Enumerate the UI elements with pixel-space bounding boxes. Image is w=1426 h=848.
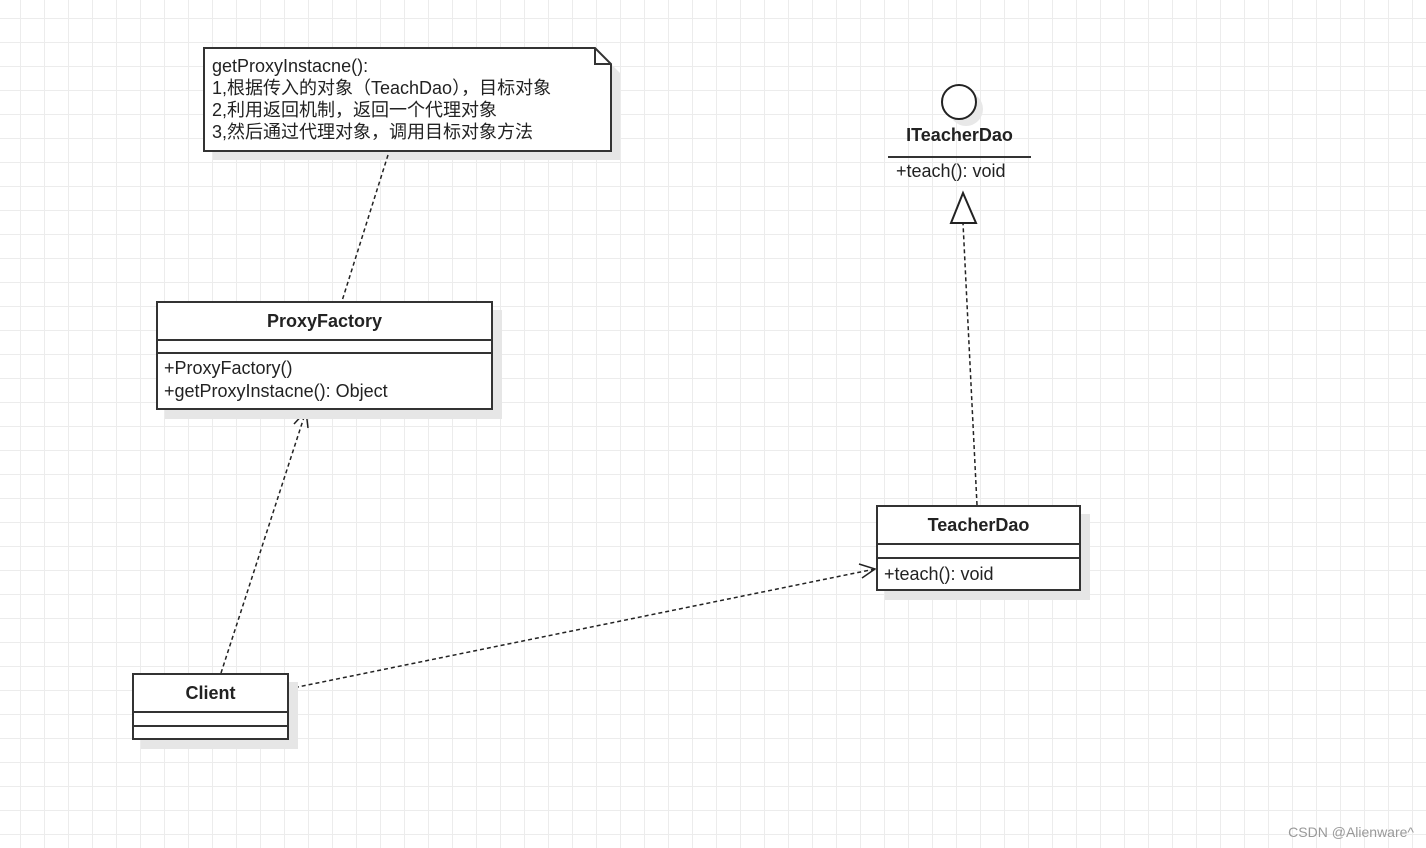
- class-name: TeacherDao: [878, 507, 1079, 545]
- client-class[interactable]: Client: [132, 673, 289, 740]
- attributes-section: [878, 545, 1079, 559]
- client-to-teacherdao-dependency: [287, 568, 876, 690]
- watermark: CSDN @Alienware^: [1288, 824, 1414, 840]
- interface-name[interactable]: ITeacherDao: [906, 125, 1013, 145]
- method: +getProxyInstacne(): Object: [164, 381, 388, 401]
- method: +teach(): void: [884, 564, 994, 584]
- realization-triangle-icon: [949, 190, 978, 224]
- teacherdao-class[interactable]: TeacherDao +teach(): void: [876, 505, 1081, 591]
- note-fold: [594, 48, 611, 65]
- arrowhead-icon: [293, 409, 309, 429]
- note-line: 1,根据传入的对象（TeachDao），目标对象: [212, 78, 552, 98]
- proxyfactory-class[interactable]: ProxyFactory +ProxyFactory() +getProxyIn…: [156, 301, 493, 410]
- note-shape: [203, 47, 612, 152]
- note[interactable]: getProxyInstacne(): 1,根据传入的对象（TeachDao），…: [204, 48, 611, 151]
- interface-lollipop-icon: [941, 84, 977, 120]
- class-name: ProxyFactory: [158, 303, 491, 341]
- note-anchor-line: [341, 154, 389, 302]
- interface-method[interactable]: +teach(): void: [896, 161, 1006, 181]
- method: +ProxyFactory(): [164, 358, 293, 378]
- note-line: 3,然后通过代理对象，调用目标对象方法: [212, 122, 534, 142]
- methods-section: +teach(): void: [878, 559, 1079, 586]
- client-to-proxyfactory-dependency: [220, 410, 307, 674]
- realization-line: [962, 222, 978, 506]
- methods-section: +ProxyFactory() +getProxyInstacne(): Obj…: [158, 354, 491, 403]
- class-name: Client: [134, 675, 287, 713]
- attributes-section: [134, 713, 287, 727]
- note-line: getProxyInstacne():: [212, 56, 369, 76]
- note-text: getProxyInstacne(): 1,根据传入的对象（TeachDao），…: [212, 55, 551, 143]
- arrowhead-icon: [858, 563, 877, 579]
- note-line: 2,利用返回机制，返回一个代理对象: [212, 100, 498, 120]
- methods-section: [134, 727, 287, 738]
- attributes-section: [158, 341, 491, 354]
